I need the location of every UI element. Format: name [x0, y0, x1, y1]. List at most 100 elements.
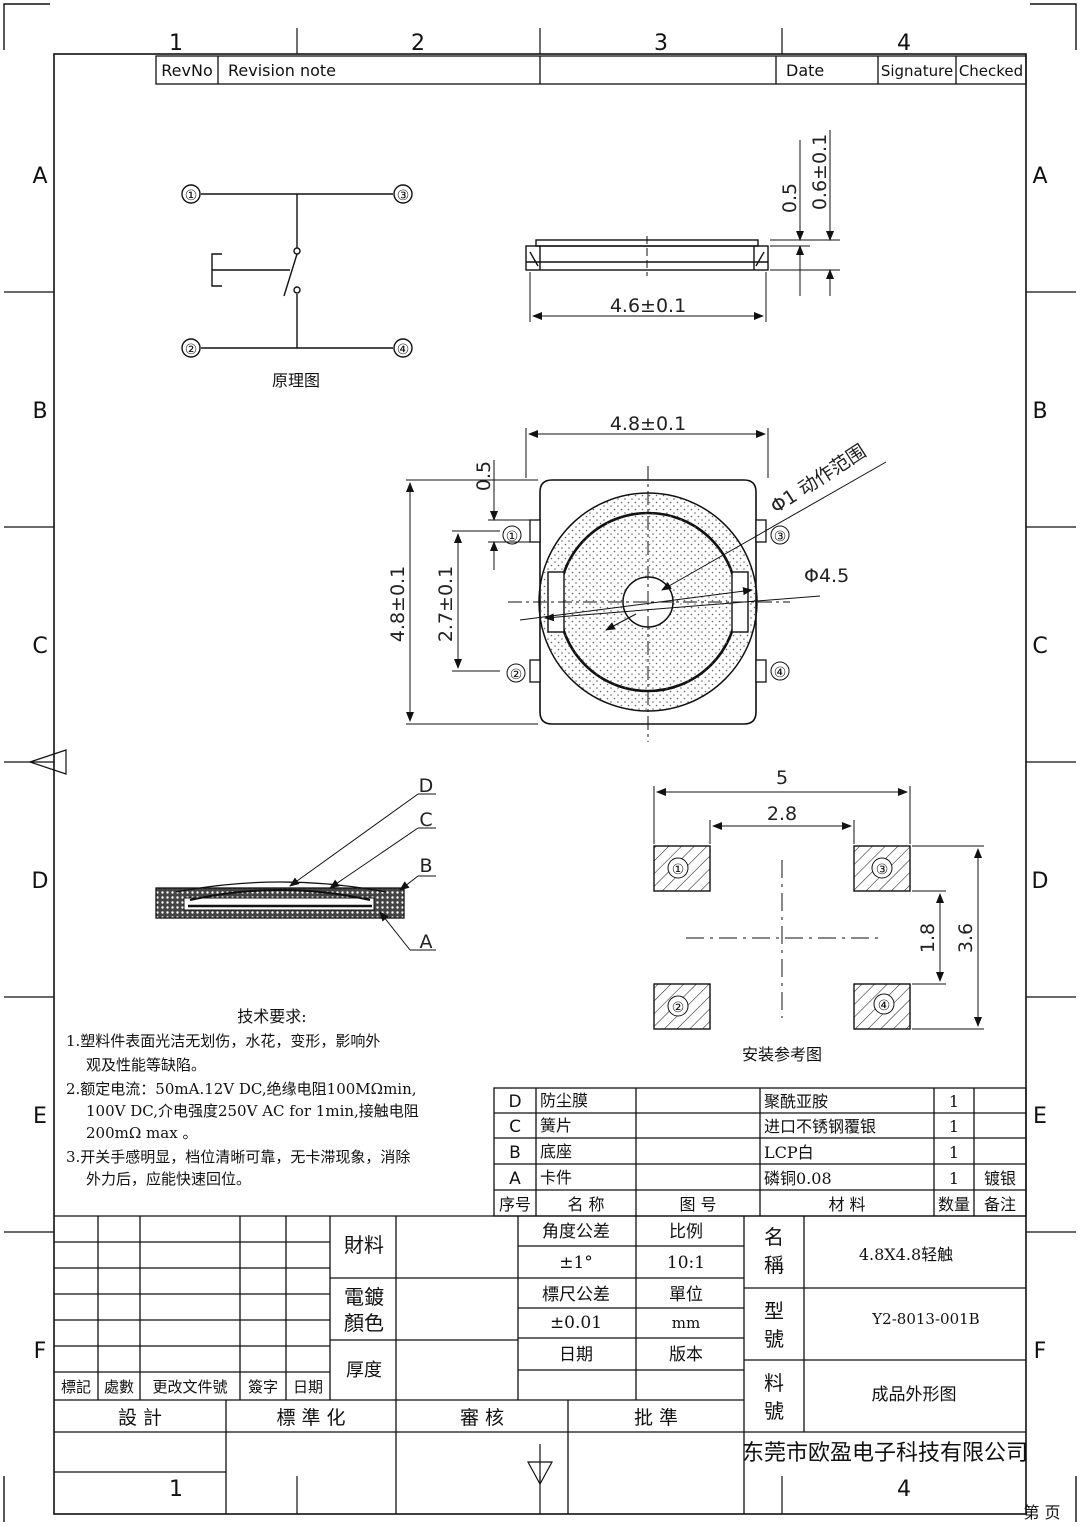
- schematic-pin-4: ④: [397, 342, 410, 358]
- bom-header-drawing: 图 号: [679, 1195, 716, 1214]
- bom-header: 序号 名 称 图 号 材 料 数量 备注: [499, 1195, 1016, 1214]
- thickness-label: 厚度: [346, 1360, 382, 1381]
- pad-layout: 5 2.8 1.8 3.6 ① ③ ② ④ 安装参考图: [653, 767, 984, 1064]
- schematic-pin-3: ③: [397, 188, 410, 204]
- bom-qty: 1: [949, 1169, 959, 1188]
- version-label: 版本: [669, 1345, 703, 1365]
- row-label-a-left: A: [32, 164, 47, 189]
- side-view: 4.6±0.1 0.5 0.6±0.1: [525, 130, 840, 322]
- bom-qty: 1: [949, 1092, 959, 1111]
- rev-col-doc: 更改文件號: [152, 1378, 227, 1396]
- section-label-c: C: [419, 809, 432, 831]
- schematic-caption: 原理图: [272, 371, 320, 390]
- bom-material: 磷铜0.08: [764, 1169, 832, 1188]
- row-label-c-right: C: [1032, 634, 1047, 659]
- material-label: 財料: [344, 1233, 384, 1257]
- schematic-diagram: ① ③ ② ④ 原理图: [181, 184, 413, 390]
- name-label-1: 名: [764, 1225, 784, 1249]
- model-label-1: 型: [764, 1299, 784, 1323]
- top-pin-3: ③: [774, 529, 787, 545]
- bom-header-note: 备注: [984, 1195, 1016, 1214]
- row-label-e-right: E: [1033, 1104, 1047, 1129]
- bom-qty: 1: [949, 1143, 959, 1162]
- tech-line-2: 观及性能等缺陷。: [86, 1056, 206, 1074]
- model-value: Y2-8013-001B: [871, 1310, 979, 1328]
- tech-requirements: 技术要求: 1.塑料件表面光洁无划伤，水花，变形，影响外 观及性能等缺陷。 2.…: [66, 1007, 419, 1188]
- dome-dim: Φ4.5: [804, 565, 849, 587]
- scale-value: 10:1: [667, 1253, 705, 1273]
- side-height-dim-1: 0.5: [779, 183, 801, 213]
- row-label-b-right: B: [1032, 399, 1047, 424]
- row-label-f-right: F: [1034, 1339, 1047, 1364]
- bom-material: 聚酰亚胺: [764, 1092, 828, 1111]
- rev-col-mark: 標記: [61, 1378, 91, 1396]
- company-name: 东莞市欧盈电子科技有限公司: [742, 1441, 1028, 1466]
- bom-row-d: D 防尘膜 聚酰亚胺 1: [508, 1091, 959, 1112]
- approval-review: 審 核: [460, 1407, 504, 1429]
- dim-tol-label: 標尺公差: [542, 1285, 610, 1305]
- scale-label: 比例: [669, 1222, 703, 1242]
- bom-table: D 防尘膜 聚酰亚胺 1 C 簧片 进口不锈钢覆银 1 B 底座 LCP白 1 …: [493, 1087, 1027, 1217]
- plating-label-2: 顏色: [344, 1311, 384, 1335]
- row-label-e-left: E: [33, 1104, 47, 1129]
- tech-line-5: 200mΩ max 。: [86, 1124, 197, 1142]
- bom-header-material: 材 料: [828, 1195, 865, 1214]
- pad-inner-dim: 2.8: [767, 803, 797, 825]
- bom-material: LCP白: [764, 1143, 814, 1162]
- tech-line-3: 2.额定电流：50mA.12V DC,绝缘电阻100MΩmin,: [66, 1080, 417, 1098]
- col-label-3: 3: [654, 31, 668, 56]
- bom-row-b: B 底座 LCP白 1: [509, 1142, 959, 1163]
- pad-v-inner-dim: 1.8: [917, 923, 939, 953]
- bom-row-a: A 卡件 磷铜0.08 1 镀银: [509, 1168, 1016, 1189]
- name-label-2: 稱: [764, 1253, 784, 1277]
- tech-line-4: 100V DC,介电强度250V AC for 1min,接触电阻: [86, 1102, 419, 1120]
- top-height-dim: 4.8±0.1: [387, 566, 409, 642]
- schematic-pin-1: ①: [185, 188, 198, 204]
- approval-design: 設 計: [118, 1407, 162, 1429]
- revision-header: RevNo Revision note Date Signature Check…: [155, 55, 1027, 85]
- top-pin-4: ④: [774, 665, 787, 681]
- row-label-f-left: F: [34, 1339, 47, 1364]
- pin-pitch-dim: 2.7±0.1: [435, 566, 457, 642]
- bom-header-name: 名 称: [567, 1195, 604, 1214]
- bom-id: A: [509, 1169, 521, 1189]
- col-label-4: 4: [897, 31, 911, 56]
- rev-col-date: 日期: [293, 1378, 323, 1396]
- title-block: 財料 電鍍 顏色 厚度 角度公差 ±1° 比例 10:1 標尺公差 ±0.01 …: [54, 1215, 1061, 1522]
- date-label: 日期: [559, 1345, 593, 1365]
- date-header: Date: [786, 61, 824, 80]
- part-value: 成品外形图: [872, 1385, 957, 1405]
- col-label-4-bottom: 4: [897, 1477, 911, 1502]
- approval-standard: 標 準 化: [276, 1407, 345, 1429]
- part-label-1: 料: [764, 1371, 784, 1395]
- top-pin-2: ②: [510, 667, 523, 683]
- angle-tol-label: 角度公差: [542, 1222, 610, 1242]
- part-label-2: 號: [764, 1399, 784, 1423]
- pad-label-3: ③: [876, 862, 889, 878]
- col-label-1-bottom: 1: [169, 1477, 183, 1502]
- bom-id: B: [509, 1143, 521, 1163]
- signature-header: Signature: [881, 62, 953, 80]
- bom-name: 防尘膜: [540, 1091, 588, 1110]
- row-label-b-left: B: [32, 399, 47, 424]
- top-width-dim: 4.8±0.1: [610, 413, 686, 435]
- bom-note: 镀银: [984, 1169, 1016, 1188]
- pad-label-4: ④: [878, 998, 891, 1014]
- tech-line-1: 1.塑料件表面光洁无划伤，水花，变形，影响外: [66, 1032, 380, 1050]
- pad-label-2: ②: [672, 1000, 685, 1016]
- pad-caption: 安装参考图: [742, 1045, 822, 1064]
- top-pin-1: ①: [506, 529, 519, 545]
- revno-header: RevNo: [161, 61, 212, 80]
- row-label-d-right: D: [1032, 869, 1049, 894]
- dim-tol-value: ±0.01: [550, 1313, 602, 1333]
- row-label-a-right: A: [1032, 164, 1047, 189]
- bom-qty: 1: [949, 1117, 959, 1136]
- section-label-d: D: [419, 775, 434, 797]
- pad-label-1: ①: [672, 862, 685, 878]
- plating-label-1: 電鍍: [344, 1285, 384, 1309]
- tech-title: 技术要求:: [237, 1007, 306, 1026]
- bom-id: C: [509, 1117, 521, 1137]
- rev-col-sign: 簽字: [248, 1378, 278, 1396]
- unit-label: 單位: [669, 1285, 703, 1305]
